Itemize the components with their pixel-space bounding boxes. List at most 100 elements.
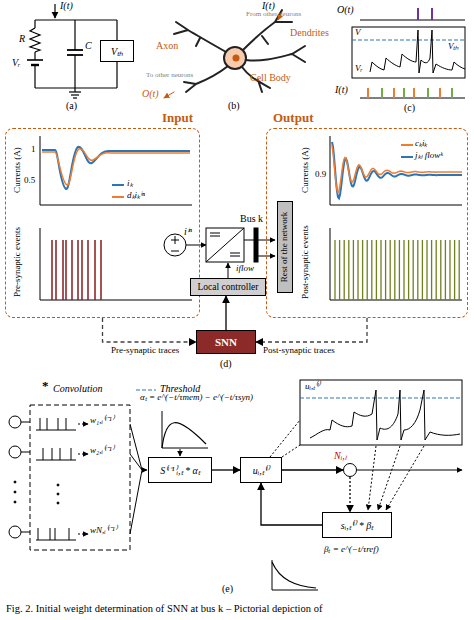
- snn-schematic: [300, 398, 462, 399]
- snn-schematic: [300, 380, 462, 445]
- spike: [357, 240, 358, 300]
- spike: [94, 240, 96, 300]
- snn-schematic: [9, 446, 21, 458]
- spiking-behaviour-plots: [370, 30, 465, 73]
- spike: [371, 240, 372, 300]
- output-plots: [330, 136, 462, 300]
- node-label: Rest of the network: [280, 212, 290, 283]
- snn-schematic: [57, 502, 59, 504]
- input-plots: [112, 184, 124, 186]
- spike: [394, 240, 395, 300]
- label: 0.5: [24, 176, 35, 186]
- connector: [282, 469, 343, 470]
- spike: [344, 240, 345, 300]
- lif-circuit: [74, 20, 75, 50]
- power-converter: [175, 236, 176, 244]
- snn-schematic: [142, 470, 147, 471]
- output-plots: [330, 136, 462, 205]
- spike: [87, 240, 89, 300]
- spiking-behaviour-plots: [403, 88, 405, 98]
- label: Pre-synaptic events: [13, 227, 23, 297]
- spike: [69, 528, 70, 540]
- lif-circuit: [116, 62, 117, 88]
- power-converter: [206, 228, 244, 262]
- snn-schematic: [282, 445, 300, 457]
- spike: [376, 240, 377, 300]
- neuron-drawing: [233, 55, 240, 62]
- label: *: [42, 379, 49, 393]
- legend-text: iₖ: [127, 179, 133, 189]
- input-plots: [40, 136, 192, 205]
- label: Cell Body: [250, 72, 291, 83]
- node-label: Vₜₕ: [111, 46, 123, 57]
- label: I(t): [335, 84, 348, 95]
- lif-circuit: [67, 49, 83, 51]
- snn-schematic: [130, 454, 142, 470]
- weight-arrow: [78, 534, 88, 535]
- label: Currents (A): [301, 147, 311, 193]
- label: αₜ = e^(−t/τmem) − e^(−t/τsyn): [140, 393, 253, 403]
- label: Dendrites: [290, 27, 329, 38]
- spike: [334, 240, 335, 300]
- snn-schematic: [9, 526, 21, 538]
- connector: [349, 477, 350, 512]
- spiking-behaviour-plots: [413, 88, 415, 98]
- input-plots: [42, 147, 190, 189]
- lif-circuit: [74, 55, 75, 88]
- region-heading: Input: [162, 111, 193, 125]
- spike: [385, 240, 386, 300]
- lif-circuit: [54, 4, 55, 18]
- label: wN,ᵢ⁽ˡ⁻¹⁾: [90, 526, 117, 536]
- edge-label: Post-synaptic traces: [262, 346, 336, 356]
- snn-schematic: [130, 424, 142, 470]
- spike: [445, 240, 446, 300]
- region-heading: Output: [273, 111, 313, 125]
- label: From other neurons: [246, 11, 301, 19]
- spike: [60, 448, 61, 460]
- power-converter: [254, 228, 258, 262]
- label: w₁,ᵢ⁽ˡ⁻¹⁾: [90, 416, 114, 426]
- neuron-drawing: [246, 46, 305, 62]
- spike: [431, 240, 432, 300]
- spike: [65, 240, 67, 300]
- node-label: SNN: [215, 336, 237, 348]
- spike: [367, 240, 368, 300]
- lif-circuit: [73, 97, 77, 98]
- label: O(t): [337, 4, 354, 15]
- spiking-behaviour-plots: [360, 20, 465, 21]
- label: Axon: [156, 40, 178, 51]
- snn-schematic: [270, 420, 300, 457]
- spike: [77, 240, 79, 300]
- spike: [380, 240, 381, 300]
- spike: [390, 240, 391, 300]
- input-plots: [112, 196, 124, 198]
- spike-node: Nᵢ,ₗ: [343, 463, 357, 477]
- caption: Fig. 2. Initial weight determination of …: [6, 603, 322, 615]
- null: [36, 418, 88, 540]
- spike: [426, 240, 427, 300]
- spiking-behaviour-plots: [431, 8, 433, 20]
- spike: [403, 240, 404, 300]
- spike: [348, 240, 349, 300]
- threshold-box: Vₜₕ: [100, 40, 134, 62]
- spike: [449, 240, 450, 300]
- snn-schematic: [378, 446, 400, 510]
- convolution-box: S⁽ˡ⁻¹⁾ᵢ,ₜ * αₜ: [148, 457, 212, 483]
- label: To other neurons: [146, 72, 193, 80]
- null: [52, 240, 101, 300]
- output-plots: [401, 144, 413, 146]
- legend-text: Convolution: [53, 383, 102, 394]
- spiking-behaviour-plots: [352, 27, 465, 78]
- spike: [40, 418, 41, 430]
- snn-schematic: [272, 562, 316, 588]
- legend-text: Threshold: [160, 383, 200, 394]
- power-converter: [210, 236, 220, 237]
- label: (e): [222, 583, 233, 594]
- spiking-behaviour-plots: [393, 88, 395, 98]
- spiking-behaviour-plots: [360, 98, 465, 99]
- weight-arrow: [78, 454, 88, 455]
- label: I(t): [60, 0, 73, 11]
- power-converter: [171, 251, 179, 252]
